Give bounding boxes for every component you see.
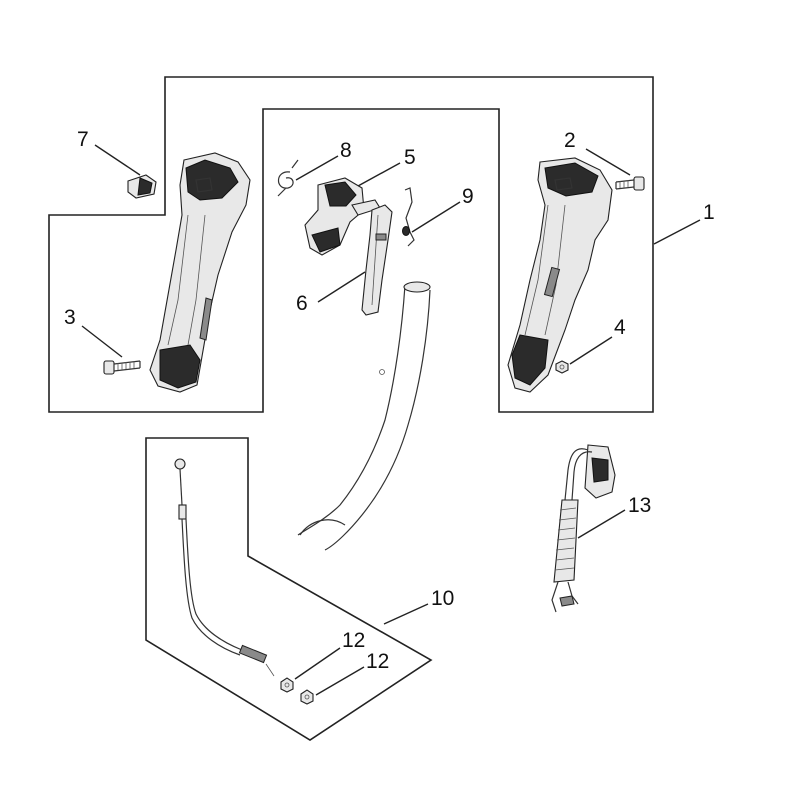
leader-9	[411, 201, 461, 233]
callout-12b: 12	[366, 650, 389, 673]
leader-1	[653, 219, 701, 245]
leader-8	[295, 155, 339, 181]
callout-1: 1	[703, 201, 715, 224]
callout-7: 7	[77, 128, 89, 151]
part-shaft-tube	[297, 281, 431, 551]
leader-4	[569, 336, 613, 365]
frame-throttle-cable	[145, 437, 433, 741]
callout-13: 13	[628, 494, 651, 517]
callout-3: 3	[64, 306, 76, 329]
part-12-nut-a	[280, 677, 294, 693]
leader-6	[317, 271, 366, 303]
part-13-switch-harness	[551, 444, 616, 613]
part-3-screw	[103, 360, 141, 375]
callout-10: 10	[431, 587, 454, 610]
part-right-handle-half	[507, 157, 613, 393]
callout-12a: 12	[342, 629, 365, 652]
part-10-throttle-cable	[174, 458, 275, 677]
frame-handle-assembly	[48, 76, 654, 413]
part-6-lever	[361, 204, 393, 316]
callout-4: 4	[614, 316, 626, 339]
leader-7	[94, 144, 141, 176]
leader-13	[577, 509, 626, 539]
part-4-nut	[555, 360, 569, 374]
part-12-nut-b	[300, 689, 314, 705]
leader-12b	[315, 666, 365, 696]
leader-12a	[294, 647, 341, 680]
callout-6: 6	[296, 292, 308, 315]
part-8-spring	[277, 159, 299, 197]
callout-5: 5	[404, 146, 416, 169]
callout-8: 8	[340, 139, 352, 162]
leader-3	[81, 325, 123, 358]
callout-2: 2	[564, 129, 576, 152]
callout-9: 9	[462, 185, 474, 208]
part-left-handle-half	[149, 152, 251, 393]
leader-2	[585, 148, 631, 176]
part-9-wire-clip	[402, 187, 415, 247]
part-7-cap	[127, 174, 157, 199]
part-2-screw	[615, 176, 645, 191]
leader-5	[357, 162, 401, 187]
leader-10	[383, 603, 429, 625]
